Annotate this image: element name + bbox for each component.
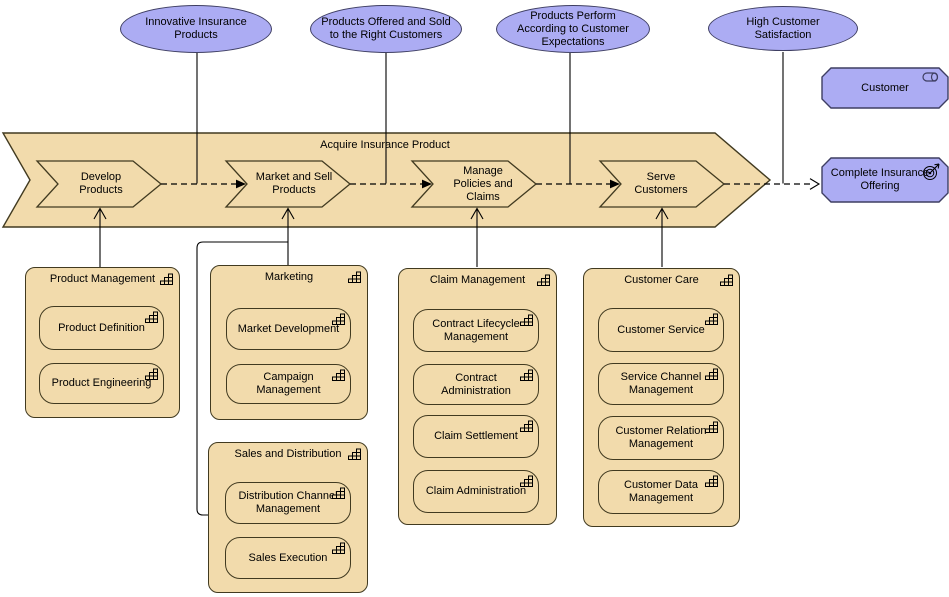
value-stream-title: Acquire Insurance Product [320,138,450,151]
function-icon [332,487,345,499]
function-label: Claim Administration [425,485,527,497]
function-contract-administration[interactable]: Contract Administration [413,364,539,405]
function-market-development[interactable]: Market Development [226,308,351,350]
function-label: Contract Administration [441,371,511,397]
function-connectors [93,207,669,516]
function-icon [348,448,361,460]
stage-market-and-sell-label: Market and Sell Products [255,171,333,196]
flow-connectors [161,178,821,190]
value-proposition-label: Complete Insurance Offering [830,167,930,192]
stage-manage-policies-label: Manage Policies and Claims [453,164,513,203]
function-claim-settlement[interactable]: Claim Settlement [413,415,539,458]
stage-serve-customers-label: Serve Customers [634,171,688,196]
function-campaign-management[interactable]: Campaign Management [226,364,351,404]
function-product-engineering[interactable]: Product Engineering [39,363,164,404]
function-customer-service[interactable]: Customer Service [598,308,724,352]
function-label: Customer Relation Management [615,425,707,450]
function-icon [705,475,718,487]
goal-products-perform[interactable]: Products Perform According to Customer E… [496,5,650,53]
function-distribution-channel-management[interactable]: Distribution Channel Management [225,482,351,524]
group-marketing[interactable]: Marketing Market Development Campaign Ma… [210,265,368,420]
group-label: Claim Management [429,274,526,286]
group-sales-and-distribution[interactable]: Sales and Distribution Distribution Chan… [208,442,368,593]
function-icon [520,314,533,326]
stage-develop-products-shape[interactable] [35,160,163,208]
function-sales-execution[interactable]: Sales Execution [225,537,351,579]
function-icon [160,273,173,285]
function-contract-lifecycle-management[interactable]: Contract Lifecycle Management [413,309,539,352]
function-icon [332,313,345,325]
customer-role-label: Customer [861,81,909,94]
value-proposition-shape[interactable] [821,157,949,203]
function-label: Campaign Management [256,371,321,396]
role-icon [922,72,939,82]
group-customer-care[interactable]: Customer Care Customer Service Service C… [583,268,740,527]
function-label: Customer Data Management [624,479,698,504]
goal-high-customer-satisfaction[interactable]: High Customer Satisfaction [708,6,858,51]
goal-innovative-insurance-products[interactable]: Innovative Insurance Products [120,5,272,53]
group-claim-management[interactable]: Claim Management Contract Lifecycle Mana… [398,268,557,525]
function-icon [348,271,361,283]
function-icon [705,368,718,380]
goal-connectors [196,52,784,184]
function-icon [520,369,533,381]
target-icon [923,163,940,180]
function-service-channel-management[interactable]: Service Channel Management [598,363,724,405]
stage-develop-products-label: Develop Products [79,171,123,196]
function-icon [705,313,718,325]
goal-label: Products Offered and Sold to the Right C… [321,16,451,41]
group-label: Customer Care [624,274,699,286]
function-label: Product Definition [58,321,145,334]
function-label: Contract Lifecycle Management [432,317,520,343]
goal-label: Innovative Insurance Products [145,16,247,41]
group-label: Product Management [49,273,156,285]
group-label: Marketing [264,271,314,283]
goal-label: High Customer Satisfaction [746,15,820,41]
function-claim-administration[interactable]: Claim Administration [413,470,539,513]
function-icon [332,542,345,554]
stage-serve-customers-shape[interactable] [598,160,726,208]
function-icon [332,369,345,381]
function-icon [705,421,718,433]
function-label: Claim Settlement [434,430,518,442]
stage-market-and-sell-shape[interactable] [224,160,352,208]
goal-products-offered-and-sold[interactable]: Products Offered and Sold to the Right C… [310,5,462,53]
function-icon [145,368,158,380]
function-label: Distribution Channel Management [238,490,338,515]
function-label: Customer Service [617,323,705,336]
stage-manage-policies-shape[interactable] [410,160,538,208]
function-icon [145,311,158,323]
goal-label: Products Perform According to Customer E… [517,9,629,48]
function-label: Sales Execution [248,551,328,564]
customer-role-shape[interactable] [821,67,949,109]
function-label: Market Development [237,322,340,335]
group-label: Sales and Distribution [234,448,342,460]
function-customer-data-management[interactable]: Customer Data Management [598,470,724,514]
function-customer-relation-management[interactable]: Customer Relation Management [598,416,724,460]
function-icon [520,475,533,487]
function-icon [520,420,533,432]
function-icon [537,274,550,286]
function-label: Product Engineering [51,377,152,389]
function-icon [720,274,733,286]
group-product-management[interactable]: Product Management Product Definition Pr… [25,267,180,418]
function-label: Service Channel Management [620,371,702,396]
function-product-definition[interactable]: Product Definition [39,306,164,350]
